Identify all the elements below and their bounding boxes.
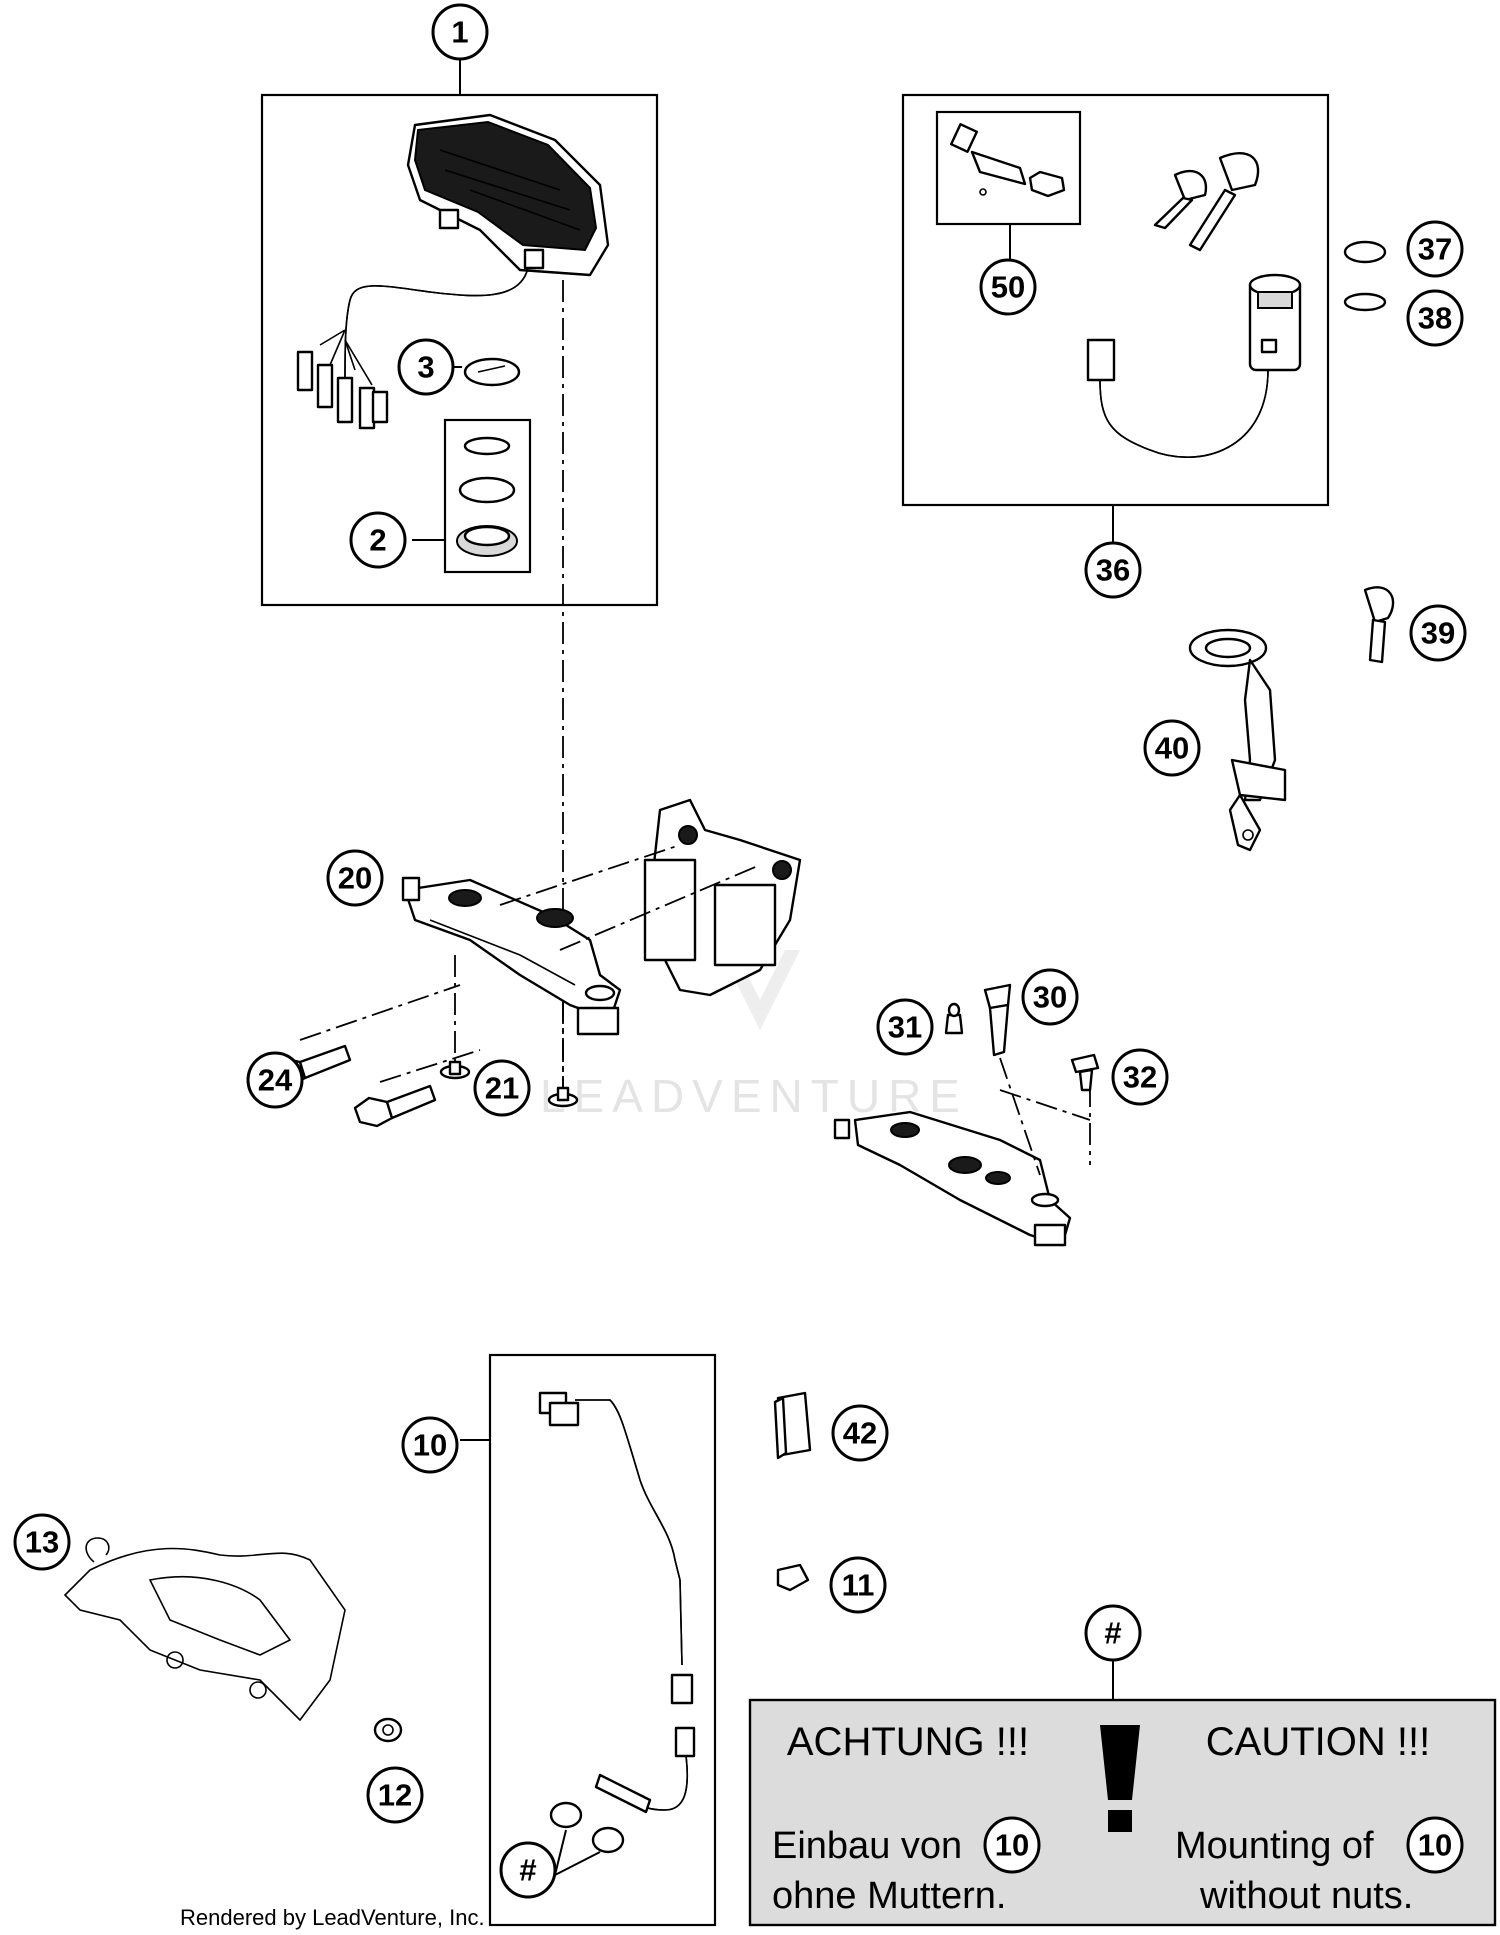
- speed-sensor-cable: [538, 1391, 696, 1814]
- connector-plugs: [296, 350, 389, 430]
- callout-50[interactable]: 50: [979, 258, 1037, 316]
- callout-32[interactable]: 32: [1111, 1048, 1169, 1106]
- callout-30[interactable]: 30: [1021, 968, 1079, 1026]
- group-frame-speed-sensor: [488, 1353, 717, 1927]
- callout-12[interactable]: 12: [366, 1766, 424, 1824]
- svg-text:24: 24: [258, 1063, 293, 1098]
- svg-text:13: 13: [25, 1525, 59, 1560]
- callout-13[interactable]: 13: [13, 1513, 71, 1571]
- notice-title-en: CAUTION !!!: [1206, 1720, 1430, 1764]
- nut-12: [373, 1717, 403, 1743]
- svg-text:10: 10: [995, 1828, 1029, 1863]
- svg-text:40: 40: [1155, 731, 1189, 766]
- notice-ref-de: 10: [983, 1816, 1041, 1874]
- ignition-switch: [1248, 273, 1302, 372]
- svg-text:10: 10: [1418, 1828, 1452, 1863]
- svg-text:39: 39: [1421, 616, 1455, 651]
- callout-24[interactable]: 24: [246, 1051, 304, 1109]
- rubber-grommet: [983, 983, 1012, 1057]
- callout-38[interactable]: 38: [1406, 289, 1464, 347]
- svg-text:2: 2: [369, 523, 386, 558]
- svg-text:30: 30: [1033, 980, 1067, 1015]
- keys: [1153, 152, 1260, 252]
- svg-text:3: 3: [417, 350, 434, 385]
- svg-text:21: 21: [485, 1071, 519, 1106]
- callout-20[interactable]: 20: [326, 849, 384, 907]
- retaining-ring-13: [85, 1537, 110, 1563]
- render-credit: Rendered by LeadVenture, Inc.: [180, 1905, 485, 1930]
- callout-42[interactable]: 42: [831, 1404, 889, 1462]
- headlight-bracket[interactable]: [401, 876, 622, 1036]
- notice-title-de: ACHTUNG !!!: [787, 1720, 1029, 1764]
- lock-ring: [1343, 240, 1387, 312]
- bolt-24b: [353, 1084, 437, 1128]
- callout-36[interactable]: 36: [1084, 541, 1142, 599]
- callout-10[interactable]: 10: [401, 1416, 459, 1474]
- svg-text:#: #: [1104, 1616, 1121, 1651]
- callout-hash-top[interactable]: #: [1084, 1604, 1142, 1662]
- group-frame-seal-set: [443, 418, 532, 574]
- callout-1[interactable]: 1: [431, 3, 489, 61]
- seal-ring-set: [456, 436, 518, 557]
- callout-21[interactable]: 21: [473, 1059, 531, 1117]
- cover-cap: [463, 357, 521, 387]
- svg-text:32: 32: [1123, 1060, 1157, 1095]
- notice-line1-de: Einbau von: [772, 1825, 962, 1867]
- svg-text:50: 50: [991, 270, 1025, 305]
- clip-42: [773, 1391, 812, 1460]
- notice-line1-en: Mounting of: [1175, 1825, 1374, 1867]
- notice-line2-en: without nuts.: [1199, 1875, 1413, 1917]
- svg-text:11: 11: [842, 1568, 875, 1603]
- svg-text:12: 12: [378, 1778, 412, 1813]
- callout-3[interactable]: 3: [397, 338, 455, 396]
- callout-2[interactable]: 2: [349, 511, 407, 569]
- lock-cylinder: [949, 123, 1066, 198]
- sprocket-cover: [63, 1547, 346, 1722]
- notice-ref-en: 10: [1406, 1816, 1464, 1874]
- expansion-rivet: [1070, 1053, 1100, 1092]
- screw-21: [439, 1060, 579, 1108]
- svg-text:31: 31: [888, 1010, 922, 1045]
- svg-text:36: 36: [1096, 553, 1130, 588]
- svg-text:1: 1: [451, 15, 468, 50]
- svg-text:20: 20: [338, 861, 372, 896]
- callout-11[interactable]: 11: [829, 1556, 887, 1614]
- callout-39[interactable]: 39: [1409, 604, 1467, 662]
- svg-text:#: #: [519, 1853, 536, 1888]
- dashboard-wiring: [319, 267, 529, 386]
- steering-lock-bracket: [1188, 628, 1287, 852]
- svg-text:10: 10: [413, 1428, 447, 1463]
- callout-40[interactable]: 40: [1143, 719, 1201, 777]
- exclamation-icon: [1100, 1725, 1140, 1832]
- watermark-text: LEADVENTURE: [540, 1070, 968, 1122]
- callout-hash-bottom[interactable]: #: [499, 1841, 557, 1899]
- headlight-mount-frame: [499, 798, 802, 997]
- svg-text:38: 38: [1418, 301, 1452, 336]
- group-frame-lock-cylinder: [935, 110, 1082, 226]
- bulb-31: [944, 1002, 964, 1035]
- group-frame-ignition-lock: [901, 93, 1330, 507]
- callout-37[interactable]: 37: [1406, 220, 1464, 278]
- cable-clip-11: [776, 1563, 810, 1592]
- callout-31[interactable]: 31: [876, 998, 934, 1056]
- headlight-bracket-view-2: [833, 1110, 1072, 1247]
- svg-text:42: 42: [843, 1416, 877, 1451]
- nuts-hash: [549, 1801, 625, 1876]
- dashboard-instrument[interactable]: [406, 113, 610, 277]
- key-blank: [1363, 586, 1395, 664]
- ignition-cable: [1086, 338, 1269, 458]
- notice-line2-de: ohne Muttern.: [772, 1875, 1006, 1917]
- svg-text:37: 37: [1418, 232, 1452, 267]
